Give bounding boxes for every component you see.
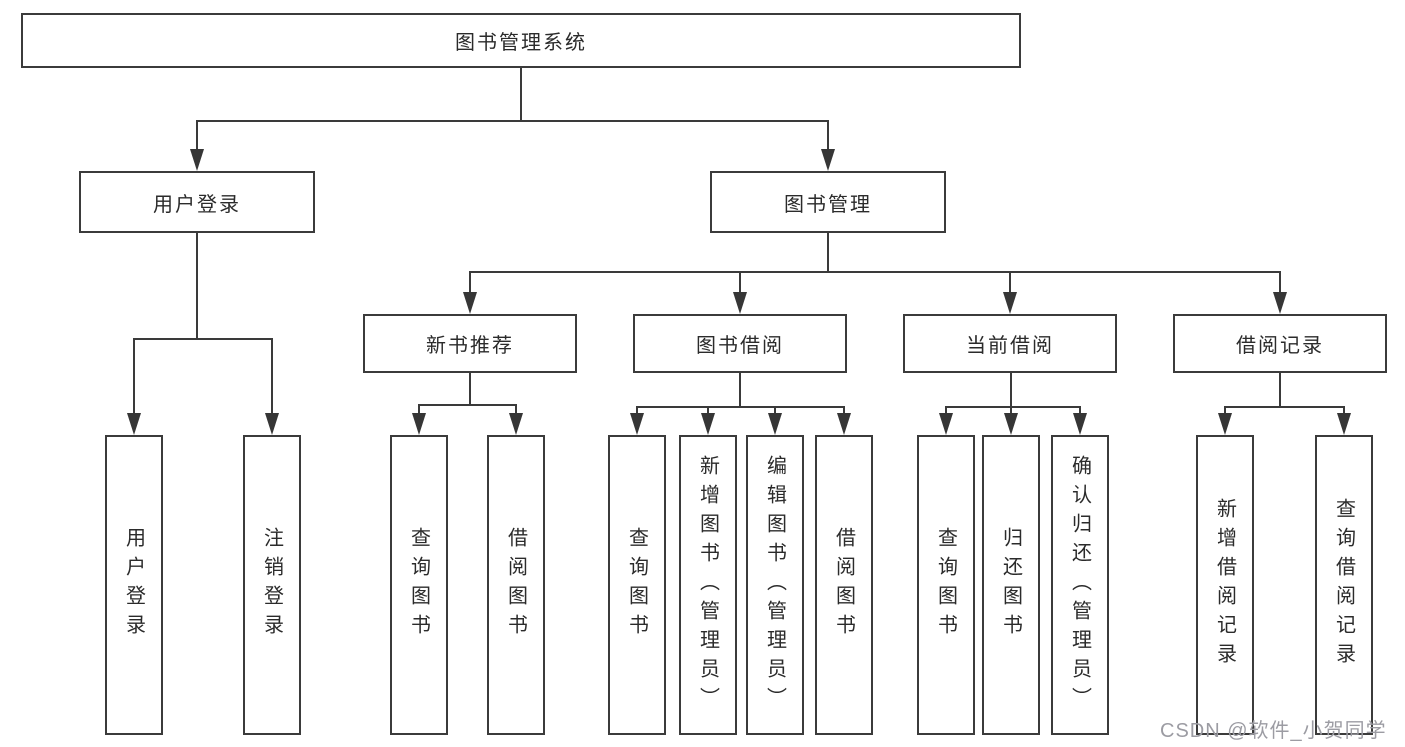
node-current-borrow: 当前借阅 <box>903 314 1117 373</box>
node-new-book-recommend-label: 新书推荐 <box>426 335 514 357</box>
leaf-query-borrow-record-label: 查询借阅记录 <box>1332 498 1355 672</box>
connector-drop <box>945 406 947 413</box>
arrowhead-icon <box>939 413 953 435</box>
leaf-logout: 注销登录 <box>243 435 301 735</box>
leaf-query-books-newbooks: 查询图书 <box>390 435 448 735</box>
leaf-add-borrow-record: 新增借阅记录 <box>1196 435 1254 735</box>
connector-drop <box>843 406 845 413</box>
connector-root-stem <box>520 68 522 120</box>
connector-drop <box>774 406 776 413</box>
node-new-book-recommend: 新书推荐 <box>363 314 577 373</box>
connector-newbooks-stem <box>469 373 471 404</box>
leaf-borrow-books-label: 借阅图书 <box>832 527 855 643</box>
connector-drop-leaf-login <box>133 338 135 413</box>
arrowhead-icon <box>701 413 715 435</box>
node-current-borrow-label: 当前借阅 <box>966 335 1054 357</box>
leaf-query-books-current: 查询图书 <box>917 435 975 735</box>
leaf-logout-label: 注销登录 <box>260 527 283 643</box>
node-borrow-records: 借阅记录 <box>1173 314 1387 373</box>
connector-drop-leaf-logout <box>271 338 273 413</box>
arrowhead-icon <box>1218 413 1232 435</box>
arrowhead-icon <box>412 413 426 435</box>
arrowhead-icon <box>733 292 747 314</box>
node-root-label: 图书管理系统 <box>455 32 587 54</box>
arrowhead-icon <box>837 413 851 435</box>
leaf-query-books-label: 查询图书 <box>407 527 430 643</box>
connector-newbooks-bar <box>418 404 517 406</box>
arrowhead-icon <box>127 413 141 435</box>
csdn-watermark: CSDN @软件_小贺同学 <box>1160 720 1387 742</box>
node-borrow-records-label: 借阅记录 <box>1236 335 1324 357</box>
leaf-edit-books-admin: 编辑图书（管理员） <box>746 435 804 735</box>
arrowhead-icon <box>1003 292 1017 314</box>
leaf-add-books-admin: 新增图书（管理员） <box>679 435 737 735</box>
connector-mgmt-stem <box>827 233 829 271</box>
arrowhead-icon <box>1004 413 1018 435</box>
connector-drop <box>636 406 638 413</box>
connector-drop <box>418 404 420 413</box>
connector-drop <box>1343 406 1345 413</box>
leaf-return-books: 归还图书 <box>982 435 1040 735</box>
arrowhead-icon <box>190 149 204 171</box>
node-user-login: 用户登录 <box>79 171 315 233</box>
arrowhead-icon <box>265 413 279 435</box>
connector-drop-borrow <box>739 271 741 292</box>
node-book-management-label: 图书管理 <box>784 193 872 216</box>
node-user-login-label: 用户登录 <box>153 193 241 216</box>
arrowhead-icon <box>1273 292 1287 314</box>
leaf-return-books-label: 归还图书 <box>999 527 1022 643</box>
connector-current-bar <box>945 406 1081 408</box>
connector-drop-user-login <box>196 120 198 149</box>
node-book-borrow-label: 图书借阅 <box>696 335 784 357</box>
connector-drop <box>1079 406 1081 413</box>
connector-drop-records <box>1279 271 1281 292</box>
connector-login-bar <box>133 338 273 340</box>
node-root: 图书管理系统 <box>21 13 1021 68</box>
leaf-borrow-books-borrow: 借阅图书 <box>815 435 873 735</box>
arrowhead-icon <box>630 413 644 435</box>
arrowhead-icon <box>463 292 477 314</box>
connector-drop <box>1224 406 1226 413</box>
leaf-user-login-label: 用户登录 <box>122 527 145 643</box>
arrowhead-icon <box>821 149 835 171</box>
arrowhead-icon <box>1337 413 1351 435</box>
leaf-query-books-label: 查询图书 <box>625 527 648 643</box>
leaf-edit-books-admin-label: 编辑图书（管理员） <box>763 454 786 716</box>
leaf-add-borrow-record-label: 新增借阅记录 <box>1213 498 1236 672</box>
connector-drop <box>707 406 709 413</box>
connector-drop-new-books <box>469 271 471 292</box>
connector-current-stem <box>1010 373 1012 406</box>
leaf-query-books-borrow: 查询图书 <box>608 435 666 735</box>
leaf-borrow-books-label: 借阅图书 <box>504 527 527 643</box>
connector-borrow-bar <box>636 406 845 408</box>
arrowhead-icon <box>768 413 782 435</box>
connector-drop-book-mgmt <box>827 120 829 149</box>
connector-root-bar <box>196 120 829 122</box>
connector-drop <box>515 404 517 413</box>
connector-records-stem <box>1279 373 1281 406</box>
leaf-confirm-return-admin: 确认归还（管理员） <box>1051 435 1109 735</box>
connector-borrow-stem <box>739 373 741 406</box>
leaf-user-login: 用户登录 <box>105 435 163 735</box>
node-book-borrow: 图书借阅 <box>633 314 847 373</box>
arrowhead-icon <box>509 413 523 435</box>
arrowhead-icon <box>1073 413 1087 435</box>
leaf-confirm-return-admin-label: 确认归还（管理员） <box>1068 454 1091 716</box>
connector-mgmt-bar <box>469 271 1281 273</box>
leaf-add-books-admin-label: 新增图书（管理员） <box>696 454 719 716</box>
leaf-borrow-books-newbooks: 借阅图书 <box>487 435 545 735</box>
connector-drop <box>1010 406 1012 413</box>
connector-drop-current <box>1009 271 1011 292</box>
leaf-query-books-label: 查询图书 <box>934 527 957 643</box>
node-book-management: 图书管理 <box>710 171 946 233</box>
connector-login-stem <box>196 233 198 338</box>
leaf-query-borrow-record: 查询借阅记录 <box>1315 435 1373 735</box>
connector-records-bar <box>1224 406 1345 408</box>
